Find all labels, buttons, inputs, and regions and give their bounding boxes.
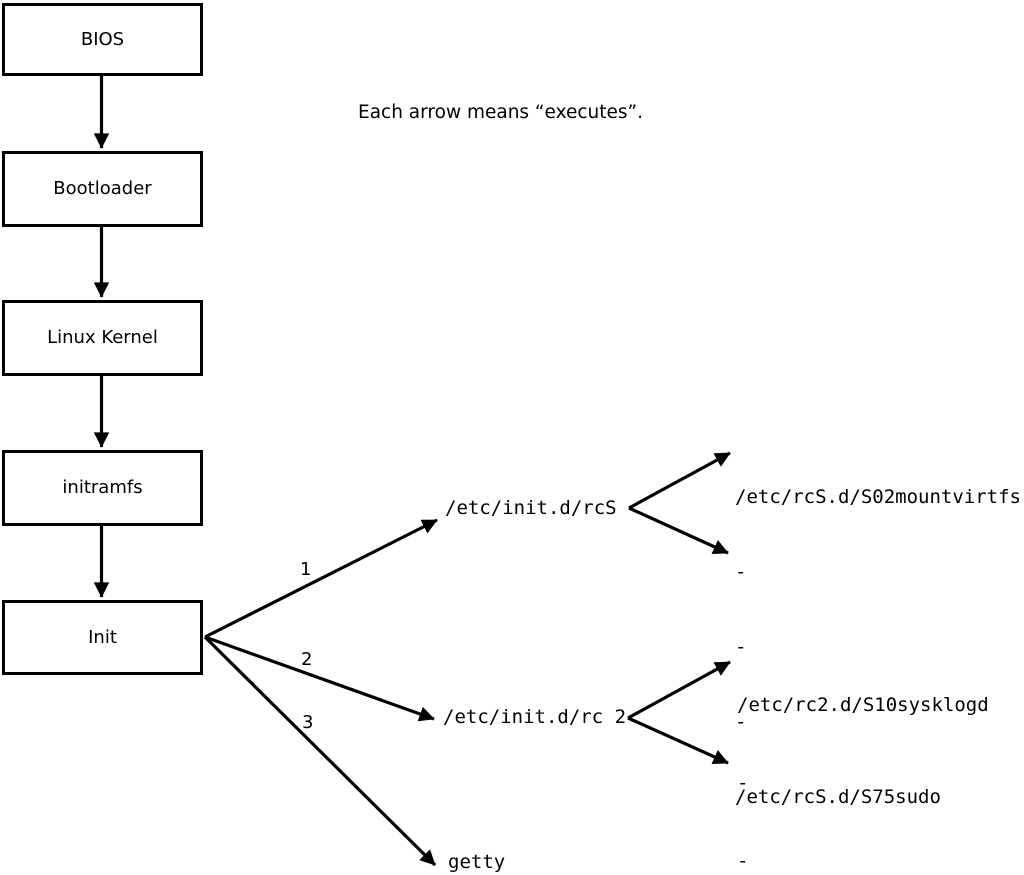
box-linux-kernel-label: Linux Kernel	[47, 327, 158, 348]
box-init-label: Init	[88, 626, 117, 648]
rc2-script-list: /etc/rc2.d/S10sysklogd - - - /etc/rc2.d/…	[737, 640, 989, 875]
arrow-init-to-getty	[203, 635, 437, 867]
rcs-script-line: -	[735, 561, 747, 583]
caption: Each arrow means “executes”.	[358, 102, 643, 123]
arrow-number-3: 3	[302, 712, 314, 733]
box-initramfs: initramfs	[2, 450, 203, 526]
arrow-number-1: 1	[300, 559, 312, 580]
box-bootloader: Bootloader	[2, 151, 203, 227]
arrow-rcs-to-s02	[628, 451, 731, 510]
target-rc2-label: /etc/init.d/rc 2	[443, 706, 627, 728]
target-rcs-label: /etc/init.d/rcS	[445, 497, 617, 519]
arrow-rcs-to-s75	[628, 506, 729, 555]
arrow-init-to-rc2	[204, 635, 435, 722]
box-bios-label: BIOS	[80, 28, 125, 50]
rcs-script-line: /etc/rcS.d/S75sudo	[735, 786, 941, 808]
box-bios: BIOS	[2, 3, 203, 76]
target-getty-label: getty	[448, 851, 506, 873]
rcs-script-line: -	[735, 711, 747, 733]
rcs-script-line: -	[735, 636, 747, 658]
rc2-script-line: /etc/rc2.d/S10sysklogd	[737, 694, 989, 716]
rc2-script-line: -	[737, 772, 749, 794]
box-bootloader-label: Bootloader	[53, 178, 152, 199]
box-linux-kernel: Linux Kernel	[2, 300, 203, 376]
arrow-number-2: 2	[301, 649, 313, 670]
box-initramfs-label: initramfs	[62, 477, 143, 498]
rcs-script-line: /etc/rcS.d/S02mountvirtfs	[735, 486, 1021, 508]
arrow-init-to-rcs	[204, 518, 438, 639]
box-init: Init	[2, 600, 203, 675]
arrow-rc2-to-s99	[627, 716, 729, 765]
arrow-rc2-to-s10	[627, 660, 731, 720]
rc2-script-line: -	[737, 850, 749, 872]
rcs-script-list: /etc/rcS.d/S02mountvirtfs - - - /etc/rcS…	[735, 435, 1021, 860]
